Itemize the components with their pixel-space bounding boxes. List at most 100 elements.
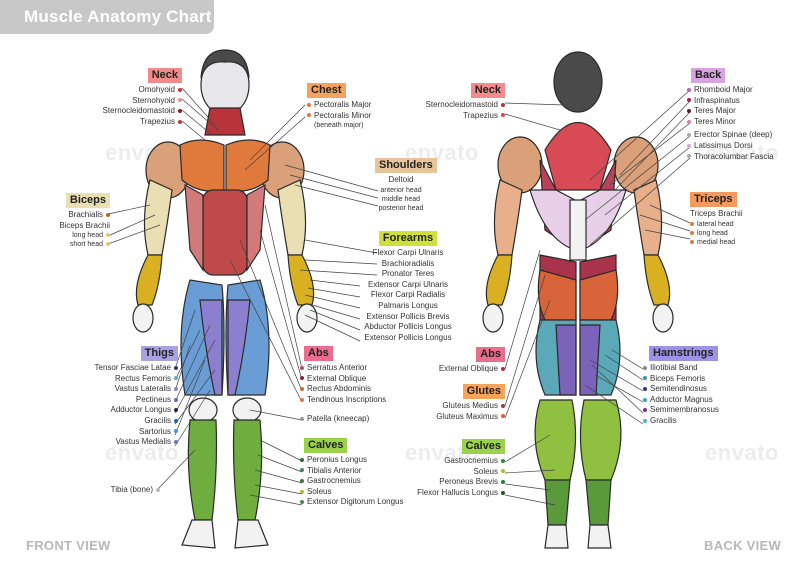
label-flexor-carpi-radialis: Flexor Carpi Radialis (370, 290, 446, 300)
back-triceps-badge: Triceps (690, 192, 737, 207)
back-abs-badge: Abs (476, 347, 505, 362)
label-omohyoid: Omohyoid (103, 85, 182, 96)
label-brachialis: Brachialis (59, 210, 110, 221)
label-semimembranosus: Semimembranosus (643, 405, 719, 416)
back-view-label: BACK VIEW (704, 538, 782, 553)
label-back-trapezius: Trapezius (426, 111, 505, 122)
front-biceps-group: Biceps Brachialis Biceps Brachii long he… (59, 193, 110, 249)
label-extensor-pollicis-longus: Extensor Pollicis Longus (364, 332, 452, 342)
front-chest-group: Chest Pectoralis Major Pectoralis Minor … (307, 83, 371, 130)
label-back-gracilis: Gracilis (643, 416, 719, 427)
front-calves-badge: Calves (304, 438, 348, 453)
label-tensor-fasciae-latae: Tensor Fasciae Latae (95, 363, 178, 374)
back-triceps-group: Triceps Triceps Brachii lateral head lon… (690, 192, 743, 247)
front-neck-badge: Neck (147, 68, 182, 83)
label-tendinous-inscriptions: Tendinous Inscriptions (300, 395, 386, 406)
label-rectus-femoris: Rectus Femoris (95, 374, 178, 385)
label-pectoralis-major: Pectoralis Major (307, 100, 371, 111)
front-forearms-group: Forearms Flexor Carpi Ulnaris Brachiorad… (358, 231, 458, 343)
label-biceps-brachii: Biceps Brachii (59, 220, 110, 230)
label-biceps-femoris: Biceps Femoris (643, 374, 719, 385)
label-middle-head: middle head (381, 195, 421, 203)
label-gluteus-maximus: Gluteus Maximus (436, 412, 505, 423)
label-tibia: Tibia (bone) (111, 485, 160, 496)
label-gluteus-medius: Gluteus Medius (436, 401, 505, 412)
label-extensor-pollicis-brevis: Extensor Pollicis Brevis (366, 311, 450, 321)
watermark: envato (705, 440, 779, 465)
label-teres-major: Teres Major (687, 106, 774, 117)
label-flexor-hallucis-longus: Flexor Hallucis Longus (417, 488, 505, 499)
front-chest-badge: Chest (307, 83, 346, 98)
label-gastrocnemius: Gastrocnemius (300, 476, 404, 487)
front-tibia-group: Tibia (bone) (111, 485, 160, 496)
label-posterior-head: posterior head (378, 204, 424, 212)
label-soleus: Soleus (300, 487, 404, 498)
label-sartorius: Sartorius (95, 427, 178, 438)
front-calves-group: Calves Peronius Longus Tibialis Anterior… (300, 438, 404, 508)
label-long-head: long head (59, 231, 110, 240)
label-rhomboid-major: Rhomboid Major (687, 85, 774, 96)
label-brachioradialis: Brachioradialis (381, 258, 435, 268)
label-medial-head: medial head (690, 238, 743, 247)
label-extensor-digitorum-longus: Extensor Digitorum Longus (300, 497, 404, 508)
label-latissimus-dorsi: Latissimus Dorsi (687, 141, 774, 152)
label-beneath-major: (beneath major) (314, 122, 364, 130)
label-serratus-anterior: Serratus Anterior (300, 363, 386, 374)
label-deltoid: Deltoid (388, 175, 414, 184)
label-triceps-brachii: Triceps Brachii (690, 209, 743, 218)
label-pectoralis-minor: Pectoralis Minor (307, 111, 371, 122)
back-glutes-badge: Glutes (462, 384, 505, 399)
back-neck-badge: Neck (470, 83, 505, 98)
label-tibialis-anterior: Tibialis Anterior (300, 466, 404, 477)
front-forearms-badge: Forearms (378, 231, 438, 246)
front-patella-group: Patella (kneecap) (300, 414, 369, 425)
label-vastus-medialis: Vastus Medialis (95, 437, 178, 448)
label-rectus-abdominis: Rectus Abdominis (300, 384, 386, 395)
back-hamstrings-group: Hamstrings Iliotibial Band Biceps Femori… (643, 346, 719, 427)
label-back-soleus: Soleus (417, 467, 505, 478)
label-thoracolumbar-fascia: Thoracolumbar Fascia (687, 152, 774, 163)
front-thighs-badge: Thigs (140, 346, 178, 361)
front-abs-group: Abs Serratus Anterior External Oblique R… (300, 346, 386, 405)
front-biceps-badge: Biceps (65, 193, 110, 208)
label-external-oblique: External Oblique (300, 374, 386, 385)
label-flexor-carpi-ulnaris: Flexor Carpi Ulnaris (372, 248, 444, 257)
label-gracilis: Gracilis (95, 416, 178, 427)
back-back-group: Back Rhomboid Major Infraspinatus Teres … (687, 68, 774, 162)
label-infraspinatus: Infraspinatus (687, 96, 774, 107)
label-back-external-oblique: External Oblique (439, 364, 505, 375)
label-pronator-teres: Pronator Teres (381, 269, 435, 279)
back-hamstrings-badge: Hamstrings (649, 346, 718, 361)
label-patella: Patella (kneecap) (300, 414, 369, 425)
back-glutes-group: Glutes Gluteus Medius Gluteus Maximus (436, 384, 505, 422)
back-abs-group: Abs External Oblique (439, 347, 505, 375)
label-pectineus: Pectineus (95, 395, 178, 406)
chart-title: Muscle Anatomy Chart (0, 0, 214, 34)
front-abs-badge: Abs (304, 346, 333, 361)
label-palmaris-longus: Palmaris Longus (378, 300, 438, 310)
back-back-badge: Back (691, 68, 726, 83)
label-sternohyoid: Sternohyoid (103, 96, 182, 107)
label-vastus-lateralis: Vastus Lateralis (95, 384, 178, 395)
front-figure (132, 49, 318, 549)
front-neck-group: Neck Omohyoid Sternohyoid Sternocleidoma… (103, 68, 182, 127)
label-back-sternocleidomastoid: Sternocleidomastoid (426, 100, 505, 111)
leader-lines (107, 87, 691, 506)
label-adductor-magnus: Adductor Magnus (643, 395, 719, 406)
label-peronius-longus: Peronius Longus (300, 455, 404, 466)
back-figure (482, 51, 674, 549)
back-neck-group: Neck Sternocleidomastoid Trapezius (426, 83, 505, 121)
front-shoulders-group: Shoulders Deltoid anterior head middle h… (375, 158, 437, 213)
label-peroneus-brevis: Peroneus Brevis (417, 477, 505, 488)
label-extensor-carpi-ulnaris: Extensor Carpi Ulnaris (367, 279, 449, 289)
label-erector-spinae: Erector Spinae (deep) (687, 130, 774, 141)
label-triceps-long-head: long head (690, 229, 743, 238)
front-thighs-group: Thigs Tensor Fasciae Latae Rectus Femori… (95, 346, 178, 448)
front-shoulders-badge: Shoulders (375, 158, 437, 173)
label-short-head: short head (59, 240, 110, 249)
back-calves-group: Calves Gastrocnemius Soleus Peroneus Bre… (417, 439, 505, 498)
label-teres-minor: Teres Minor (687, 117, 774, 128)
watermark: envato (705, 140, 779, 165)
